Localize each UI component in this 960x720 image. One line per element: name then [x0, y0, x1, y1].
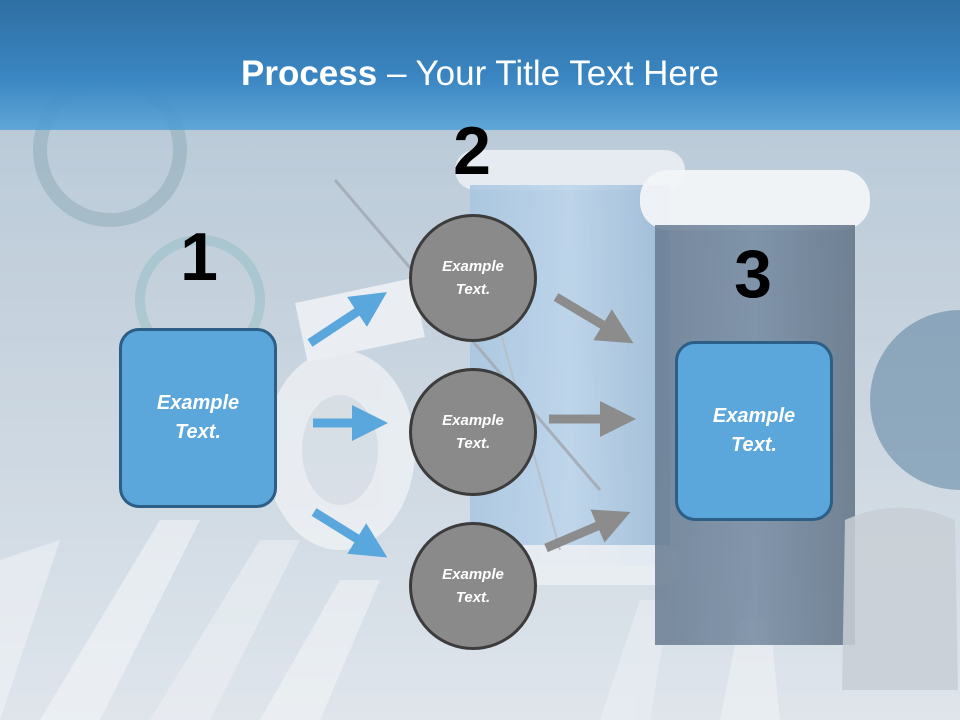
step-2-circle-bottom: Example Text.: [409, 522, 537, 650]
step-number-3: 3: [734, 236, 772, 312]
step-number-1: 1: [180, 219, 218, 295]
step-2-circle-top: Example Text.: [409, 214, 537, 342]
step-2-text-middle: Example Text.: [442, 412, 504, 452]
step-3-box: Example Text.: [675, 341, 833, 521]
step-number-2: 2: [453, 113, 491, 189]
step-2-text-bottom: Example Text.: [442, 566, 504, 606]
step-3-text: Example Text.: [712, 405, 796, 456]
step-1-text: Example Text.: [156, 392, 240, 443]
step-2-circle-middle: Example Text.: [409, 368, 537, 496]
title-bar: [0, 0, 960, 130]
title-rest: – Your Title Text Here: [377, 54, 719, 93]
step-1-box: Example Text.: [119, 328, 277, 508]
title-bold: Process: [241, 54, 378, 93]
slide-title: Process – Your Title Text Here: [0, 52, 960, 96]
step-2-text-top: Example Text.: [442, 258, 504, 298]
